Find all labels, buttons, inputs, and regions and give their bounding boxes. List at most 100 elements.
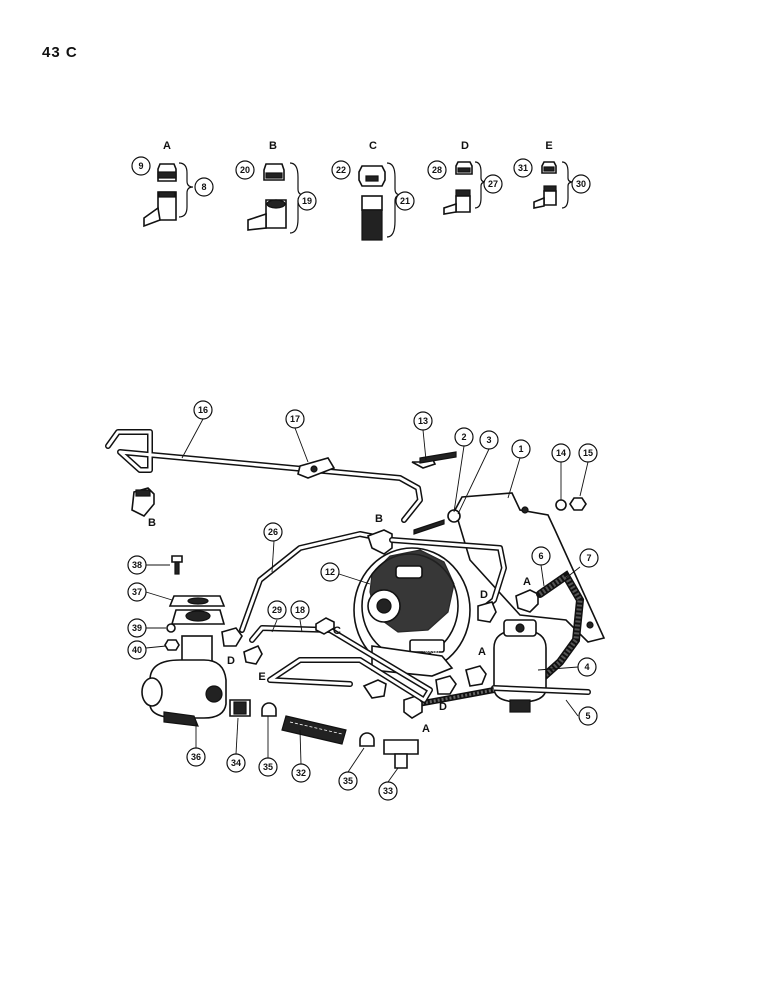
callout-9: 9 xyxy=(131,156,151,176)
svg-text:39: 39 xyxy=(132,623,142,633)
callout-15: 15 xyxy=(578,443,598,463)
nut-15 xyxy=(569,497,587,511)
lock-washer-39 xyxy=(166,623,176,633)
callout-39: 39 xyxy=(127,618,147,638)
screw-38-shank xyxy=(174,561,180,575)
svg-text:9: 9 xyxy=(138,161,143,171)
fitting-elbow-b-left-thread xyxy=(135,489,151,497)
svg-text:4: 4 xyxy=(584,662,589,672)
callout-5: 5 xyxy=(578,706,598,726)
fitting-letter-a-filter: A xyxy=(523,576,531,588)
kit-a-brace xyxy=(178,162,194,218)
bracket-hole xyxy=(521,506,529,514)
callout-12: 12 xyxy=(320,562,340,582)
kit-label-c: C xyxy=(369,140,377,152)
tube-5 xyxy=(491,685,591,695)
svg-text:19: 19 xyxy=(302,196,312,206)
hose-7 xyxy=(536,570,585,684)
svg-text:35: 35 xyxy=(263,762,273,772)
fitting-elbow-d-regulator xyxy=(477,601,497,623)
kit-b-plug-thread xyxy=(265,172,283,179)
kit-e-elbow-body xyxy=(543,190,557,206)
leader-lines xyxy=(145,418,589,783)
svg-text:20: 20 xyxy=(240,165,250,175)
callout-38: 38 xyxy=(127,555,147,575)
kit-e-elbow-outlet xyxy=(533,196,545,209)
fitting-connector-c xyxy=(315,617,335,635)
callout-29: 29 xyxy=(267,600,287,620)
svg-text:3: 3 xyxy=(486,435,491,445)
svg-text:29: 29 xyxy=(272,605,282,615)
svg-text:5: 5 xyxy=(585,711,590,721)
callout-37: 37 xyxy=(127,582,147,602)
svg-text:34: 34 xyxy=(231,758,241,768)
fitting-elbow-b-regulator xyxy=(366,529,393,555)
callout-4: 4 xyxy=(577,657,597,677)
nut-40 xyxy=(164,639,180,651)
callout-36: 36 xyxy=(186,747,206,767)
fitting-kit-b: B xyxy=(247,140,305,234)
svg-text:1: 1 xyxy=(518,444,523,454)
callout-6: 6 xyxy=(531,546,551,566)
callout-34: 34 xyxy=(226,753,246,773)
bracket-hole-lower xyxy=(586,621,594,629)
kit-d-plug-thread xyxy=(457,167,471,173)
kit-d-elbow-body xyxy=(455,195,471,213)
fitting-kit-e: E xyxy=(533,140,574,209)
fitting-letter-a-lower: A xyxy=(422,723,430,735)
tee-fitting xyxy=(383,739,419,755)
svg-text:28: 28 xyxy=(432,165,442,175)
svg-text:33: 33 xyxy=(383,786,393,796)
callout-20: 20 xyxy=(235,160,255,180)
svg-text:40: 40 xyxy=(132,645,142,655)
fitting-letter-a-right: A xyxy=(478,646,486,658)
fitting-kit-a: A xyxy=(143,140,194,228)
fitting-letter-b-left: B xyxy=(148,517,156,529)
kit-label-b: B xyxy=(269,140,277,152)
callout-1: 1 xyxy=(511,439,531,459)
callout-31: 31 xyxy=(513,158,533,178)
callout-33: 33 xyxy=(378,781,398,801)
callout-26: 26 xyxy=(263,522,283,542)
callout-22: 22 xyxy=(331,160,351,180)
hose-clamp-right xyxy=(359,732,375,747)
fuel-line-29 xyxy=(249,625,433,703)
fitting-elbow-a-right xyxy=(465,665,487,687)
fitting-elbow-e xyxy=(243,644,263,665)
svg-text:32: 32 xyxy=(296,768,306,778)
svg-text:14: 14 xyxy=(556,448,566,458)
callout-28: 28 xyxy=(427,160,447,180)
bolt-13-shank xyxy=(419,451,457,464)
washer-14 xyxy=(555,499,567,511)
svg-text:26: 26 xyxy=(268,527,278,537)
callout-40: 40 xyxy=(127,640,147,660)
bolt-2-shank xyxy=(413,519,445,535)
fitting-elbow-d-lower xyxy=(435,675,457,695)
svg-text:8: 8 xyxy=(201,182,206,192)
fuel-line-26 xyxy=(239,531,383,633)
kit-label-d: D xyxy=(461,140,469,152)
fuel-filter xyxy=(493,619,547,713)
callout-2: 2 xyxy=(454,427,474,447)
callout-32: 32 xyxy=(291,763,311,783)
fitting-kit-d: D xyxy=(443,140,487,215)
svg-text:30: 30 xyxy=(576,179,586,189)
kit-c-coupling-thread xyxy=(361,209,383,241)
tee-fitting-branch xyxy=(394,753,408,769)
regulator-assembly: ENSIGN xyxy=(353,547,471,677)
svg-text:16: 16 xyxy=(198,405,208,415)
callout-3: 3 xyxy=(479,430,499,450)
callout-19: 19 xyxy=(297,191,317,211)
callout-18: 18 xyxy=(290,600,310,620)
svg-text:21: 21 xyxy=(400,196,410,206)
svg-text:37: 37 xyxy=(132,587,142,597)
fitting-letter-d-lower: D xyxy=(439,701,447,713)
svg-text:27: 27 xyxy=(488,179,498,189)
kit-d-elbow-thread xyxy=(455,189,471,197)
fitting-letter-e: E xyxy=(258,671,265,683)
callout-7: 7 xyxy=(579,548,599,568)
kit-c-bushing-thread xyxy=(365,175,379,182)
fitting-letter-c: C xyxy=(333,625,341,637)
svg-text:12: 12 xyxy=(325,567,335,577)
